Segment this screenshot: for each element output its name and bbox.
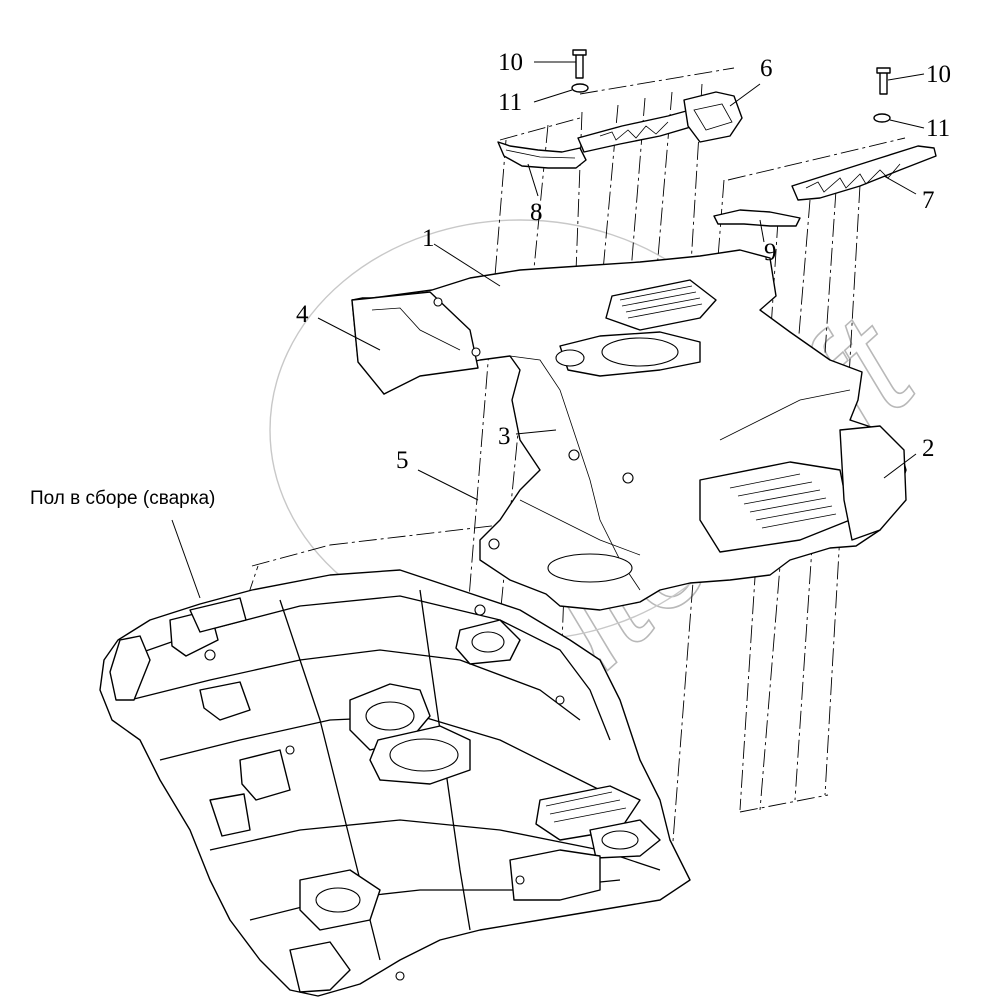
callout-1: 1 — [422, 225, 435, 252]
callout-11-left: 11 — [498, 89, 522, 116]
upper-floor-panel — [351, 249, 907, 611]
callout-6: 6 — [760, 55, 773, 82]
part-9-reinforcement — [713, 209, 801, 227]
callout-10-left: 10 — [498, 49, 523, 76]
callout-labels: 10 11 6 10 11 7 8 9 1 4 3 5 2 — [296, 49, 951, 474]
part-8-reinforcement — [497, 141, 587, 169]
callout-11-right: 11 — [926, 115, 950, 142]
washer-left — [571, 83, 589, 93]
callout-5: 5 — [396, 447, 409, 474]
bolt-left — [572, 49, 587, 79]
callout-2: 2 — [922, 435, 935, 462]
floor-assembly-welded — [99, 569, 691, 997]
leader-lines — [171, 61, 925, 599]
part-7-bracket — [791, 145, 937, 201]
part-6-bracket — [577, 91, 743, 153]
callout-9: 9 — [764, 239, 777, 266]
bolt-right — [876, 67, 891, 95]
callout-3: 3 — [498, 423, 511, 450]
washer-right — [873, 113, 891, 123]
callout-8: 8 — [530, 199, 543, 226]
callout-10-right: 10 — [926, 61, 951, 88]
callout-7: 7 — [922, 187, 935, 214]
assembly-caption: Пол в сборе (сварка) — [30, 488, 215, 509]
callout-4: 4 — [296, 301, 309, 328]
